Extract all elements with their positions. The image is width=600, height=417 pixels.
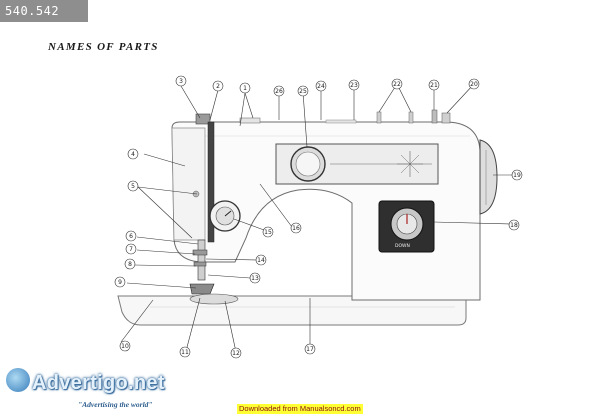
callout-4: 4	[127, 148, 139, 160]
svg-text:21: 21	[430, 82, 438, 89]
callout-15: 15	[262, 226, 274, 238]
svg-text:2: 2	[216, 83, 220, 90]
callout-18: 18	[508, 219, 520, 231]
callout-25: 25	[297, 85, 309, 97]
watermark-brand: Advertigo.net	[32, 372, 165, 394]
callout-8: 8	[124, 258, 136, 270]
callout-11: 11	[179, 346, 191, 358]
svg-text:26: 26	[275, 88, 283, 95]
callout-24: 24	[315, 80, 327, 92]
svg-text:17: 17	[306, 346, 314, 353]
svg-text:20: 20	[470, 81, 478, 88]
dial-label: DOWN	[395, 243, 410, 249]
globe-icon	[6, 368, 30, 392]
hand-wheel	[479, 139, 498, 215]
callout-17: 17	[304, 343, 316, 355]
svg-text:10: 10	[121, 343, 129, 350]
callout-20: 20	[468, 78, 480, 90]
callout-10: 10	[119, 340, 131, 352]
svg-text:24: 24	[317, 83, 325, 90]
watermark-tagline: "Advertising the world"	[78, 400, 153, 409]
callout-1: 1	[239, 82, 251, 94]
callout-6: 6	[125, 230, 137, 242]
svg-text:8: 8	[128, 261, 132, 268]
svg-text:11: 11	[181, 349, 189, 356]
callout-12: 12	[230, 347, 242, 359]
callout-7: 7	[125, 243, 137, 255]
callout-19: 19	[511, 169, 523, 181]
model-tag: 540.542	[0, 0, 88, 22]
callout-23: 23	[348, 79, 360, 91]
svg-text:25: 25	[299, 88, 307, 95]
svg-text:3: 3	[179, 78, 183, 85]
svg-text:23: 23	[350, 82, 358, 89]
callout-9: 9	[114, 276, 126, 288]
svg-text:14: 14	[257, 257, 265, 264]
callout-16: 16	[290, 222, 302, 234]
callout-14: 14	[255, 254, 267, 266]
svg-text:9: 9	[118, 279, 122, 286]
svg-text:7: 7	[129, 246, 133, 253]
svg-text:15: 15	[264, 229, 272, 236]
download-source-link[interactable]: Downloaded from Manualsoncd.com	[237, 404, 363, 414]
svg-text:18: 18	[510, 222, 518, 229]
callout-markers: 1 2 3 4 5 6 7 8 9 10 11 12 13 14 15 16 1…	[114, 75, 523, 359]
callout-3: 3	[175, 75, 187, 87]
callout-26: 26	[273, 85, 285, 97]
svg-text:13: 13	[251, 275, 259, 282]
svg-text:6: 6	[129, 233, 133, 240]
svg-text:5: 5	[131, 183, 135, 190]
callout-22: 22	[391, 78, 403, 90]
page-title: NAMES OF PARTS	[48, 41, 159, 53]
svg-text:1: 1	[243, 85, 247, 92]
svg-text:22: 22	[393, 81, 401, 88]
svg-text:12: 12	[232, 350, 240, 357]
svg-text:4: 4	[131, 151, 135, 158]
svg-text:16: 16	[292, 225, 300, 232]
callout-13: 13	[249, 272, 261, 284]
callout-5: 5	[127, 180, 139, 192]
callout-21: 21	[428, 79, 440, 91]
svg-text:19: 19	[513, 172, 521, 179]
callout-2: 2	[212, 80, 224, 92]
